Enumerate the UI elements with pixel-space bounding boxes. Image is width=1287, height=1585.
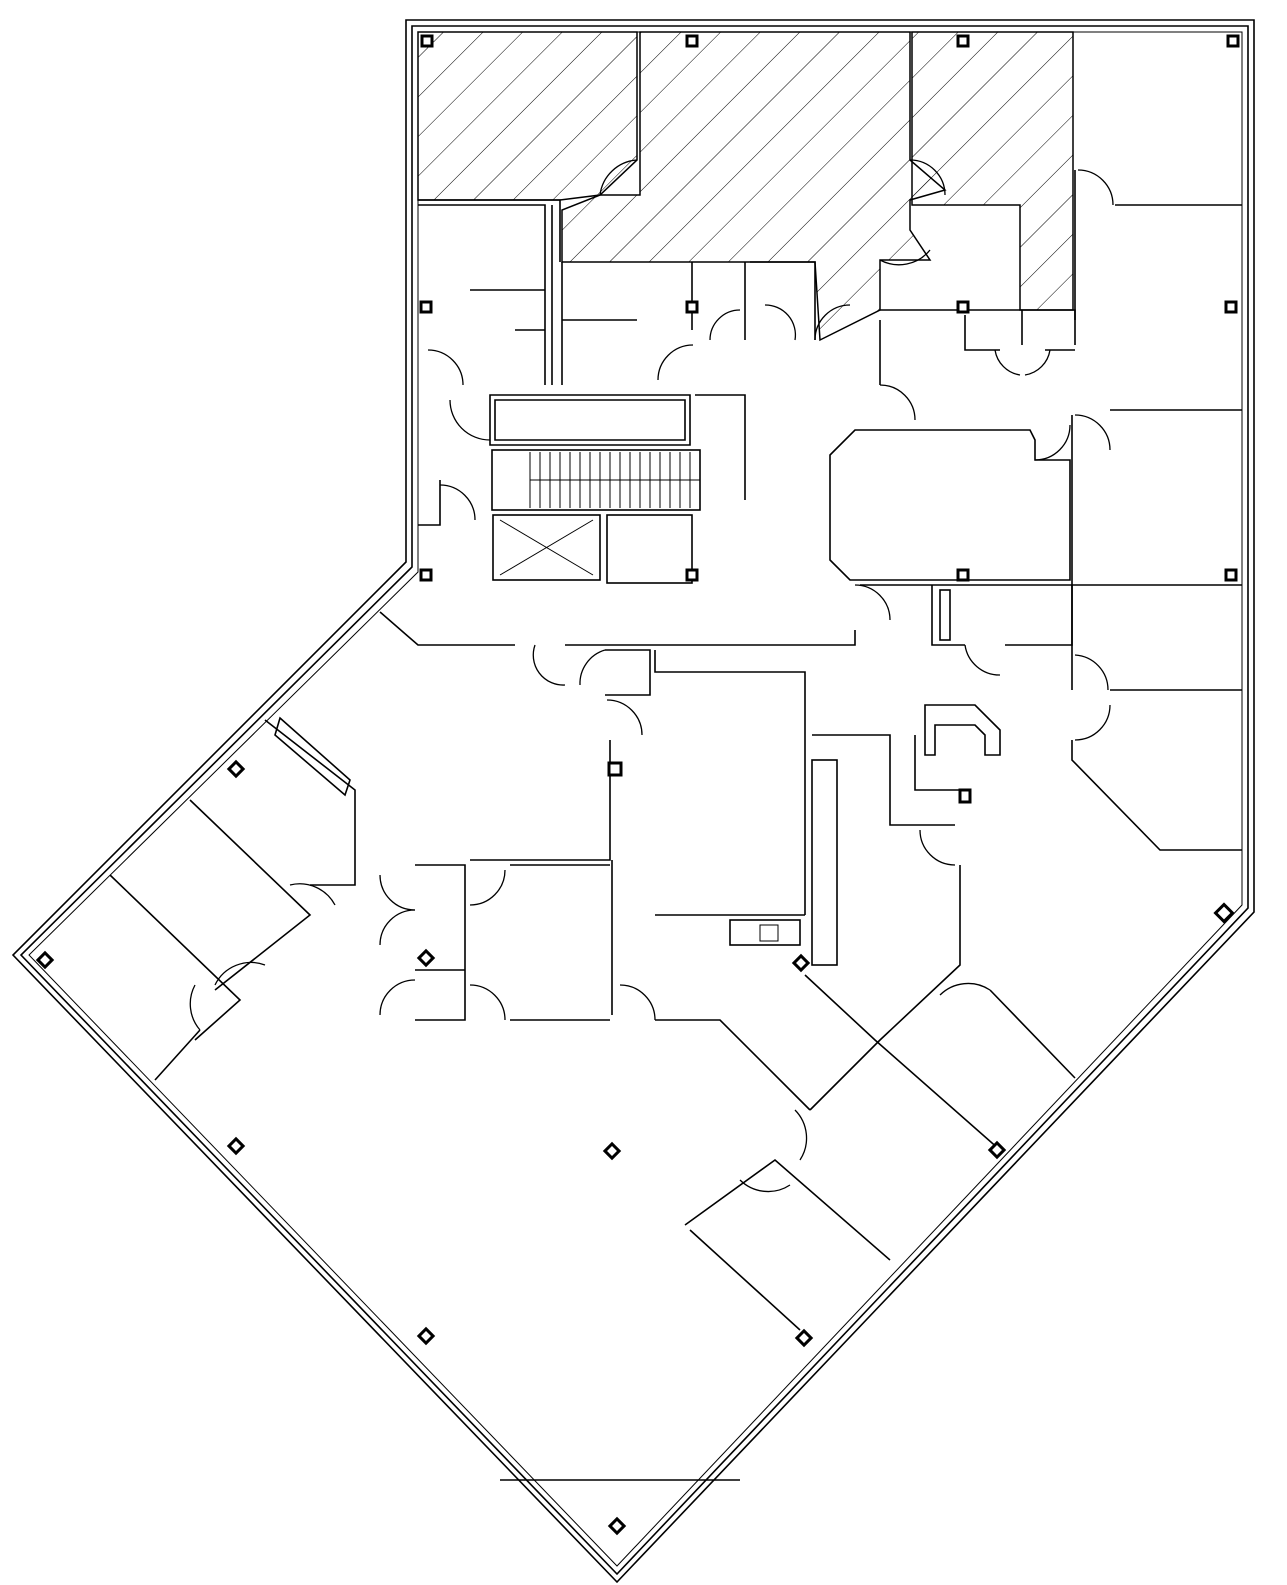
doors [189, 159, 1114, 1193]
exterior-wall [11, 19, 1255, 1584]
columns [35, 34, 1240, 1536]
interior-walls [109, 170, 1242, 1481]
stair-treads [529, 452, 691, 508]
elevator [492, 514, 601, 581]
hatched-areas [417, 31, 1074, 342]
